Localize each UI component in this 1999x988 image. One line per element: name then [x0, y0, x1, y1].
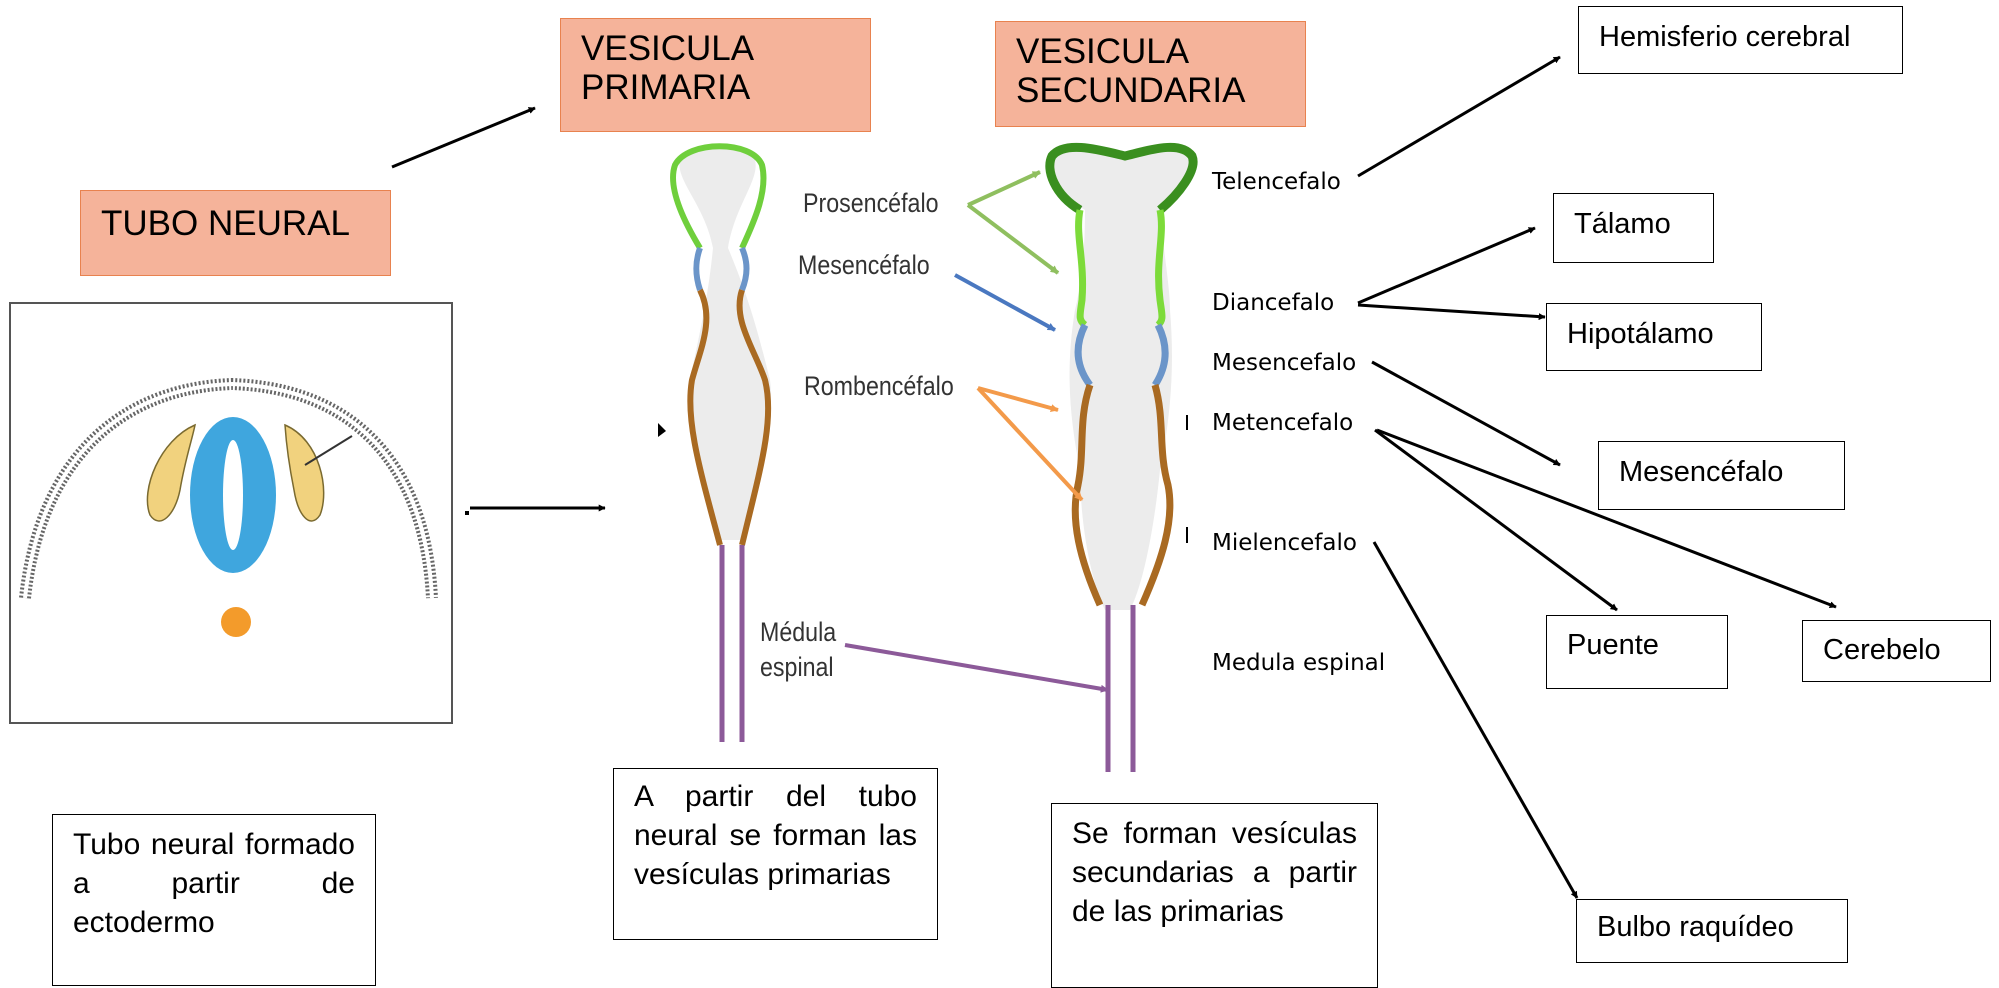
mesencefalo-outline-left [693, 246, 703, 291]
primary-vesicles-diagram [669, 143, 772, 742]
vesicula-primaria-header: VESICULA PRIMARIA [560, 18, 871, 132]
rombencefalo-sec-left [1071, 383, 1104, 607]
label-diancefalo: Diancefalo [1212, 290, 1335, 316]
box-mesencefalo: Mesencéfalo [1598, 441, 1845, 510]
label-metencefalo: Metencefalo [1212, 410, 1354, 436]
rombencefalo-outline-left [687, 288, 723, 546]
arrow-to-bulbo [1372, 541, 1579, 899]
arrow-to-cerebelo [1376, 428, 1837, 609]
label-rombencefalo: Rombencéfalo [804, 371, 954, 401]
arrow-to-vesicula-primaria [391, 106, 536, 169]
mesencefalo-sec-right [1152, 323, 1169, 387]
text-mesencefalo: Mesencéfalo [1619, 456, 1784, 488]
arrow-to-puente [1374, 428, 1618, 612]
diencefalo-outline-left [1075, 209, 1088, 328]
stray-mark [658, 423, 666, 437]
arrow-to-hipotalamo [1357, 303, 1546, 321]
somite-left [146, 423, 197, 522]
arrow-medula-espinal [844, 643, 1109, 693]
tubo-neural-title: TUBO NEURAL [101, 204, 350, 243]
label-medula-line1: Médula [760, 617, 837, 647]
text-hipotalamo: Hipotálamo [1567, 318, 1714, 350]
label-medula-espinal: Medula espinal [1212, 650, 1386, 676]
arrow-prosencefalo-diencefalo [966, 203, 1060, 275]
vesicula-primaria-title: VESICULA PRIMARIA [581, 29, 753, 107]
arrow-to-mesencefalo [1371, 360, 1561, 467]
stray-dot [465, 511, 469, 515]
primary-tube-body [679, 145, 771, 540]
vesicula-secundaria-header: VESICULA SECUNDARIA [995, 21, 1306, 127]
tubo-neural-header: TUBO NEURAL [80, 190, 391, 276]
label-mesencefalo-secondary: Mesencefalo [1212, 350, 1357, 376]
rombencefalo-outline-right [736, 289, 772, 546]
mesencefalo-outline-right [739, 246, 750, 292]
arrow-prosencefalo-telencefalo [967, 170, 1041, 207]
arrow-rombencefalo-metencefalo [977, 386, 1059, 412]
box-hemisferio-cerebral: Hemisferio cerebral [1578, 6, 1903, 74]
notochord [221, 607, 251, 637]
arrow-to-hemisferio [1357, 55, 1561, 178]
label-mesencefalo: Mesencéfalo [798, 250, 930, 280]
box-puente: Puente [1546, 615, 1728, 689]
box-talamo: Tálamo [1553, 193, 1714, 263]
mesencefalo-sec-left [1074, 323, 1093, 388]
prosencefalo-outline [669, 143, 767, 250]
neural-tube-cross-section [9, 302, 453, 724]
neural-canal [223, 440, 243, 550]
box-cerebelo: Cerebelo [1802, 620, 1991, 682]
ectoderm-inner [23, 381, 434, 599]
secondary-vesicles-diagram [1045, 142, 1198, 772]
secondary-tube-body [1049, 150, 1191, 611]
label-mielencefalo: Mielencefalo [1212, 530, 1357, 556]
vesicula-secundaria-title: VESICULA SECUNDARIA [1016, 32, 1246, 110]
note-vesicula-primaria: A partir del tubo neural se forman las v… [613, 768, 938, 940]
arrow-mesencefalo [954, 273, 1056, 332]
arrow-rombencefalo-mielencefalo [976, 386, 1084, 502]
text-puente: Puente [1567, 629, 1659, 661]
rombencefalo-sec-right [1138, 384, 1174, 607]
note-vesicula-secundaria: Se forman vesículas secundarias a partir… [1051, 803, 1378, 988]
label-prosencefalo: Prosencéfalo [803, 188, 939, 218]
text-bulbo-raquideo: Bulbo raquídeo [1597, 911, 1794, 943]
text-talamo: Tálamo [1574, 208, 1671, 240]
label-telencefalo: Telencefalo [1212, 169, 1341, 195]
arrow-to-talamo [1357, 226, 1536, 305]
box-hipotalamo: Hipotálamo [1546, 303, 1762, 371]
note-tubo-neural: Tubo neural formado a partir de ectoderm… [52, 814, 376, 986]
telencefalo-outline [1045, 142, 1198, 214]
pointer-line [304, 435, 353, 466]
label-medula-line2: espinal [760, 652, 834, 682]
diencefalo-outline-right [1155, 209, 1166, 328]
text-cerebelo: Cerebelo [1823, 634, 1941, 666]
box-bulbo-raquideo: Bulbo raquídeo [1576, 899, 1848, 963]
text-hemisferio-cerebral: Hemisferio cerebral [1599, 21, 1851, 53]
